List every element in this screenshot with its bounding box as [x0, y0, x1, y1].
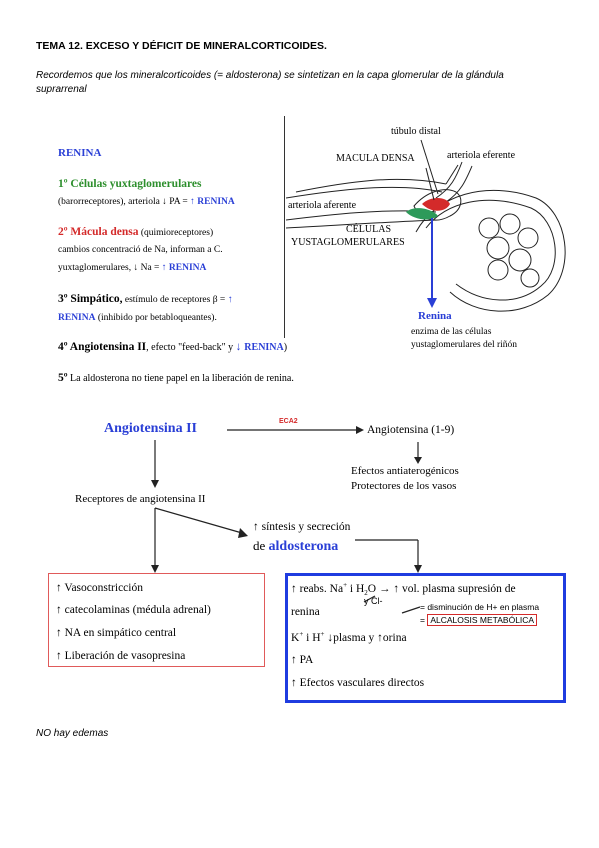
right-line-4: ↑ PA [291, 654, 314, 666]
efferent-arteriole [435, 161, 463, 199]
intro-line-2: suprarrenal [36, 84, 87, 95]
up-arrow-icon: ↑ [56, 627, 62, 639]
flow-angiotensina-ii: Angiotensina II [104, 421, 197, 436]
label-aferente: arteriola aferente [288, 200, 357, 211]
right-ycl: y Cl- [364, 596, 383, 606]
section-divider [284, 116, 285, 338]
page-title: TEMA 12. EXCESO Y DÉFICIT DE MINERALCORT… [36, 40, 327, 52]
up-arrow-icon: ↑ [291, 582, 297, 595]
up-arrow-icon: ↑ [161, 263, 167, 273]
alcalosis-highlight: ALCALOSIS METABÓLICA [427, 614, 538, 626]
up-arrow-icon: ↑ [393, 582, 400, 595]
item3-title: 3º Simpático, estímulo de receptores β =… [58, 293, 233, 305]
label-celulas-2: YUSTAGLOMERULARES [291, 237, 405, 248]
left-effect-2: ↑ NA en simpático central [56, 627, 177, 639]
item2-line3: yuxtaglomerulares, ↓ Na = ↑ RENINA [58, 263, 207, 273]
flow-efectos-1: Efectos antiaterogénicos [351, 465, 459, 477]
right-arrow-icon: → [378, 582, 391, 595]
right-disminucion: = disminución de H+ en plasma [420, 602, 540, 612]
up-arrow-icon: ↑ [190, 197, 195, 207]
up-arrow-icon: ↑ [291, 677, 297, 689]
label-eferente: arteriola eferente [447, 150, 516, 161]
up-arrow-icon: ↑ [56, 582, 62, 594]
up-arrow-icon: ↑ [291, 654, 297, 666]
flow-sintesis: ↑ síntesis y secreción [253, 521, 351, 533]
juxtaglomerular-cells [406, 208, 438, 220]
flow-receptores: Receptores de angiotensina II [75, 493, 206, 505]
right-line-1: ↑ reabs. Na+ i H2O → ↑ vol. plasma supre… [291, 581, 516, 598]
up-arrow-icon: ↑ [56, 604, 62, 616]
renin-arrow-icon [427, 298, 437, 308]
item2-line2: cambios concentració de Na, informan a C… [58, 245, 223, 255]
label-tubulo: túbulo distal [391, 126, 441, 137]
right-alcalosis: = ALCALOSIS METABÓLICA [420, 614, 538, 626]
label-renina: Renina [418, 310, 452, 322]
right-line-5: ↑ Efectos vasculares directos [291, 677, 425, 689]
left-effect-1: ↑ catecolaminas (médula adrenal) [56, 604, 211, 616]
item1-title: 1º Células yuxtaglomerulares [58, 178, 202, 190]
label-enzima-1: enzima de las células [411, 327, 492, 337]
item2-title: 2º Mácula densa (quimioreceptores) [58, 226, 214, 238]
flow-efectos-2: Protectores de los vasos [351, 480, 457, 492]
label-celulas-1: CÉLULAS [346, 224, 391, 235]
flow-eca2: ECA2 [279, 418, 298, 425]
label-macula: MACULA DENSA [336, 153, 415, 164]
item5: 5º La aldosterona no tiene papel en la l… [58, 372, 294, 384]
effects-box-right [285, 573, 566, 703]
down-arrow-icon: ↓ [133, 263, 139, 273]
down-arrow-icon: ↓ [235, 341, 242, 353]
flow-aldosterona: de aldosterona [253, 538, 339, 554]
renina-heading: RENINA [58, 147, 102, 159]
item3-line2: RENINA (inhibido por betabloqueantes). [58, 313, 217, 323]
item1-desc: (barorreceptores), arteriola ↓ PA = ↑ RE… [58, 197, 235, 207]
down-arrow-icon: ↓ [162, 197, 167, 207]
juxtaglomerular-diagram [286, 139, 566, 312]
up-arrow-icon: ↑ [253, 521, 259, 533]
capsule-inner [425, 199, 556, 301]
up-arrow-icon: ↑ [56, 650, 62, 662]
footer-note: NO hay edemas [36, 728, 109, 739]
right-line-2: renina [291, 606, 320, 618]
up-arrow-icon: ↑ [227, 294, 233, 305]
macula-densa-cells [422, 198, 450, 211]
left-effect-0: ↑ Vasoconstricción [56, 582, 143, 594]
down-arrow-icon: ↓ [327, 631, 334, 644]
label-enzima-2: yustaglomerulares del riñón [411, 340, 518, 350]
effects-box-left [48, 573, 265, 667]
flow-angiotensina-1-9: Angiotensina (1-9) [367, 424, 455, 436]
up-arrow-icon: ↑ [377, 631, 383, 644]
intro-line-1: Recordemos que los mineralcorticoides (=… [36, 70, 504, 81]
item4: 4º Angiotensina II, efecto "feed-back" y… [58, 341, 288, 353]
arrow-receptores-to-sintesis [154, 507, 243, 534]
left-effect-3: ↑ Liberación de vasopresina [56, 650, 186, 662]
right-line-3: K+ i H+ ↓plasma y ↑orina [291, 630, 407, 644]
